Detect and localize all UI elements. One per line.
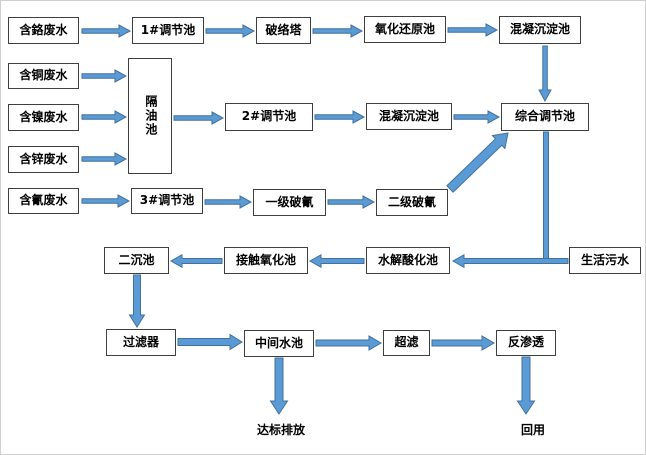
reuse-label: 回用 xyxy=(520,423,545,437)
flow-arrow-secondary-cyanide-to-comprehensive xyxy=(446,132,509,193)
flow-node-label: 3#调节池 xyxy=(139,193,195,208)
discharge-label: 达标排放 xyxy=(256,423,305,437)
flow-arrow-zinc-to-oil-separation xyxy=(81,152,128,166)
flow-arrow-coagulation-2-to-comprehensive xyxy=(453,110,501,124)
flow-arrow-contact-oxidation-to-secondary-sed xyxy=(169,253,223,269)
flow-node-zinc-wastewater: 含锌废水 xyxy=(8,146,79,173)
flow-node-label: 二级破氰 xyxy=(387,194,436,209)
flow-node-secondary-cyanide-breaking: 二级破氰 xyxy=(376,189,448,216)
flow-arrow-complex-breaking-to-redox xyxy=(312,24,364,38)
flow-node-secondary-sedimentation-tank: 二沉池 xyxy=(104,247,169,274)
flow-arrow-cyanide-to-adjust-tank-3 xyxy=(81,194,131,208)
flow-node-complex-breaking-tower: 破络塔 xyxy=(256,17,311,44)
flow-node-label: 氧化还原池 xyxy=(374,21,435,36)
flow-arrow-intermediate-to-discharge xyxy=(269,357,289,415)
flow-arrow-coagulation-1-to-comprehensive xyxy=(538,45,552,103)
flow-node-reverse-osmosis: 反渗透 xyxy=(496,330,556,356)
flow-arrow-hydrolysis-to-contact-oxidation xyxy=(308,253,365,269)
flow-node-adjust-tank-3: 3#调节池 xyxy=(131,188,203,214)
flow-node-primary-cyanide-breaking: 一级破氰 xyxy=(253,189,326,216)
flow-arrow-copper-to-oil-separation xyxy=(81,69,128,83)
flow-arrow-primary-to-secondary-cyanide xyxy=(327,195,376,209)
flow-arrow-adjust-tank-2-to-coagulation-2 xyxy=(314,110,366,124)
flow-node-label: 含鉻废水 xyxy=(19,22,68,37)
flow-node-label: 过滤器 xyxy=(122,334,159,349)
flow-arrow-redox-to-coagulation-1 xyxy=(447,23,499,37)
flow-node-redox-tank: 氧化还原池 xyxy=(364,16,446,43)
flow-node-adjust-tank-1: 1#调节池 xyxy=(132,17,204,44)
flow-node-copper-wastewater: 含铜废水 xyxy=(8,63,79,89)
flow-node-label: 含铜废水 xyxy=(19,68,68,83)
flow-arrow-reverse-osmosis-to-reuse xyxy=(516,356,536,415)
flow-node-oil-separation-tank: 隔油池 xyxy=(128,58,172,174)
flow-node-filter: 过滤器 xyxy=(106,329,176,356)
flow-node-label: 混凝沉淀池 xyxy=(509,22,570,37)
flow-node-label: 反渗透 xyxy=(507,335,544,350)
flow-node-chromium-wastewater: 含鉻废水 xyxy=(8,17,79,44)
flow-node-label: 隔油池 xyxy=(143,95,158,137)
flow-node-label: 水解酸化池 xyxy=(377,252,438,267)
flow-node-label: 接触氧化池 xyxy=(235,252,296,267)
flow-arrow-adjust-tank-3-to-primary-cyanide xyxy=(204,195,253,209)
flow-node-label: 综合调节池 xyxy=(514,109,575,124)
flow-node-label: 含锌废水 xyxy=(19,151,68,166)
flow-node-label: 超滤 xyxy=(394,335,419,350)
flow-node-intermediate-water-tank: 中间水池 xyxy=(244,330,314,357)
flow-node-coagulation-sedimentation-tank-2: 混凝沉淀池 xyxy=(366,103,452,130)
flow-node-domestic-sewage: 生活污水 xyxy=(569,247,641,274)
flow-node-ultrafiltration: 超滤 xyxy=(383,330,430,356)
flow-arrow-filter-to-intermediate xyxy=(177,333,243,351)
flow-arrow-adjust-tank-1-to-complex-breaking xyxy=(205,24,256,38)
flow-arrow-nickel-to-oil-separation xyxy=(81,110,128,124)
flow-arrow-ultrafiltration-to-reverse-osmosis xyxy=(431,335,495,351)
flow-arrow-secondary-sed-to-filter xyxy=(128,274,146,328)
flow-arrow-oil-separation-to-adjust-tank-2 xyxy=(173,111,225,125)
flow-node-label: 破络塔 xyxy=(265,22,302,37)
flow-node-label: 含镍废水 xyxy=(19,109,68,124)
flow-node-label: 二沉池 xyxy=(118,252,155,267)
flow-node-label: 一级破氰 xyxy=(265,194,314,209)
flow-node-label: 1#调节池 xyxy=(140,22,196,37)
flow-node-adjust-tank-2: 2#调节池 xyxy=(225,103,313,131)
flow-node-label: 2#调节池 xyxy=(241,109,297,124)
flow-arrow-comprehensive-down-line xyxy=(543,131,549,260)
flow-node-label: 生活污水 xyxy=(580,252,629,267)
flow-node-hydrolysis-acidification-tank: 水解酸化池 xyxy=(366,247,450,274)
flow-node-label: 含氰废水 xyxy=(19,193,68,208)
flow-node-nickel-wastewater: 含镍废水 xyxy=(8,104,79,131)
flow-node-coagulation-sedimentation-tank-1: 混凝沉淀池 xyxy=(499,16,581,44)
flow-node-cyanide-wastewater: 含氰废水 xyxy=(8,188,79,214)
flow-arrow-chromium-to-adjust-tank-1 xyxy=(81,24,132,38)
flow-arrow-domestic-sewage-to-hydrolysis xyxy=(451,253,569,269)
flow-node-label: 混凝沉淀池 xyxy=(378,108,439,123)
flow-arrow-intermediate-to-ultrafiltration xyxy=(315,335,382,351)
flow-node-comprehensive-adjust-tank: 综合调节池 xyxy=(501,103,589,131)
flow-node-contact-oxidation-tank: 接触氧化池 xyxy=(224,247,308,274)
flow-node-label: 中间水池 xyxy=(254,335,303,350)
